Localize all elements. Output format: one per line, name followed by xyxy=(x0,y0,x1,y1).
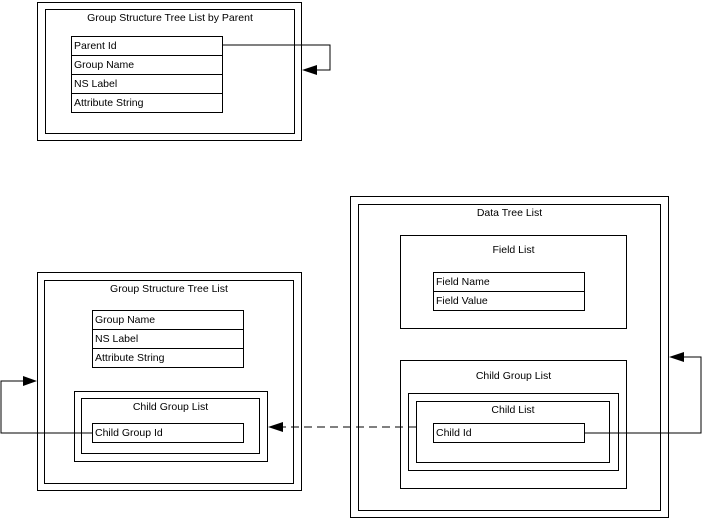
field-list-frame: Field List xyxy=(400,235,627,329)
arrowhead-parent-id xyxy=(302,65,317,75)
connector-child-id-loop xyxy=(585,356,702,434)
gstl-outer xyxy=(37,272,302,491)
arrowhead-child-group-id xyxy=(23,376,37,386)
gstl-title: Group Structure Tree List xyxy=(110,283,228,295)
dtl-child-group-list-frame: Child Group List xyxy=(400,360,627,489)
gstl-by-parent-frame: Group Structure Tree List by Parent xyxy=(45,9,295,134)
field-group-name: Group Name xyxy=(92,310,244,330)
arrowhead-child-id-dashed xyxy=(268,422,283,432)
field-child-group-id: Child Group Id xyxy=(92,423,244,443)
gstl-child-group-list-title: Child Group List xyxy=(132,401,209,413)
gstl-by-parent-outer xyxy=(37,2,302,141)
child-list-outer xyxy=(408,393,619,471)
dtl-title: Data Tree List xyxy=(476,207,543,219)
dtl-outer xyxy=(350,196,669,518)
gstl-child-group-list-frame: Child Group List xyxy=(81,398,260,454)
field-list-title: Field List xyxy=(492,244,535,256)
gstl-frame: Group Structure Tree List xyxy=(44,280,294,484)
dtl-child-group-list-title: Child Group List xyxy=(475,370,552,382)
gstl-by-parent-title: Group Structure Tree List by Parent xyxy=(87,12,253,24)
connector-parent-id-loop xyxy=(223,44,331,71)
connector-child-group-id-loop xyxy=(0,380,92,434)
child-list-title: Child List xyxy=(491,404,535,416)
gstl-child-group-list-outer xyxy=(74,391,268,462)
dtl-frame: Data Tree List xyxy=(358,204,661,511)
field-child-id: Child Id xyxy=(433,423,585,443)
field-group-name: Group Name xyxy=(71,55,223,75)
field-field-value: Field Value xyxy=(433,291,585,311)
field-attribute-string: Attribute String xyxy=(71,93,223,113)
arrowhead-child-id xyxy=(669,352,684,362)
field-attribute-string: Attribute String xyxy=(92,348,244,368)
child-list-frame: Child List xyxy=(416,401,610,463)
